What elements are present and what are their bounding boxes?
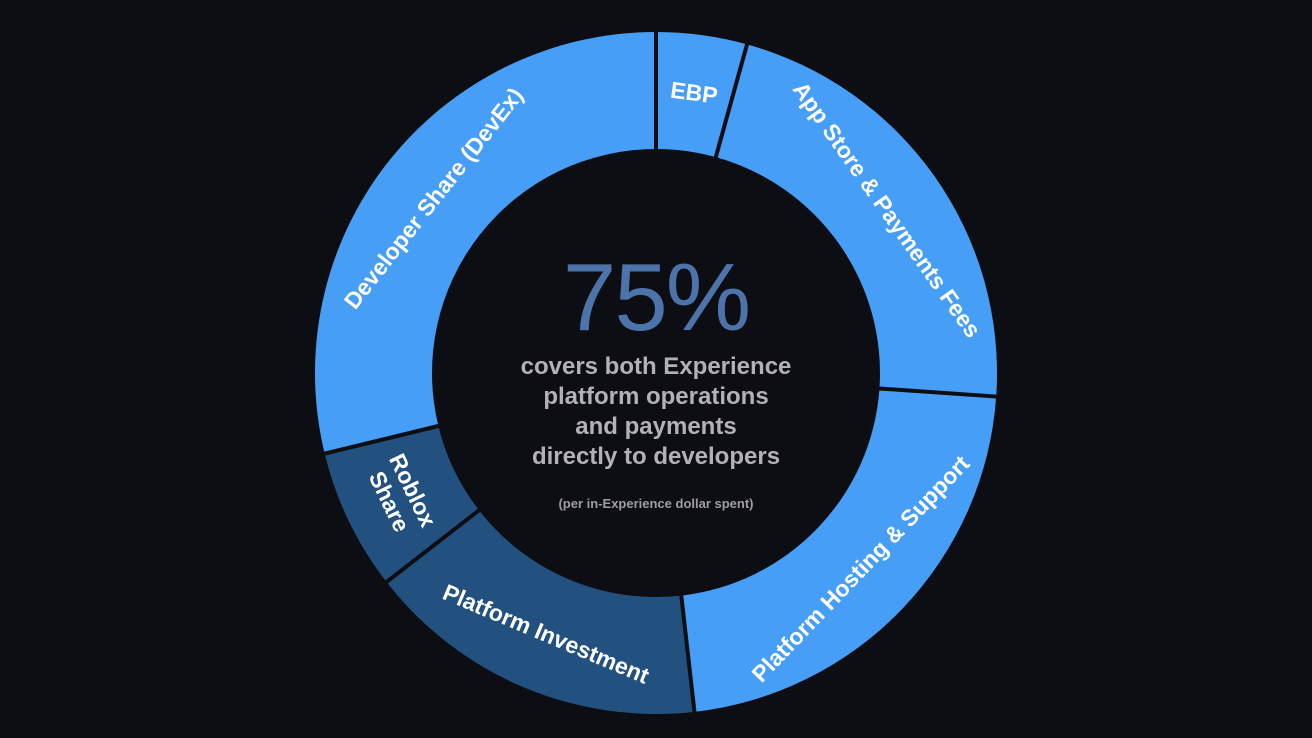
donut-slice — [681, 388, 997, 712]
center-description-line: platform operations — [543, 383, 769, 410]
slice-separator — [713, 41, 750, 160]
slice-label-text: EBP — [669, 77, 719, 109]
slice-separator — [877, 386, 999, 399]
center-description-line: and payments — [575, 413, 737, 440]
center-summary: 75% covers both Experience platform oper… — [456, 244, 856, 512]
slice-separator — [679, 593, 697, 715]
slice-separator — [383, 507, 482, 585]
donut-slice — [324, 425, 480, 583]
slice-label: EBP — [669, 77, 719, 109]
center-note: (per in-Experience dollar spent) — [558, 496, 754, 511]
slice-separator — [322, 423, 441, 457]
donut-slice — [386, 510, 695, 714]
donut-slice — [715, 44, 997, 397]
center-percent: 75% — [562, 244, 751, 351]
center-description-line: covers both Experience — [520, 353, 792, 380]
center-description: covers both Experience platform operatio… — [456, 352, 856, 472]
donut-slice — [315, 32, 656, 454]
center-description-line: directly to developers — [531, 443, 781, 470]
